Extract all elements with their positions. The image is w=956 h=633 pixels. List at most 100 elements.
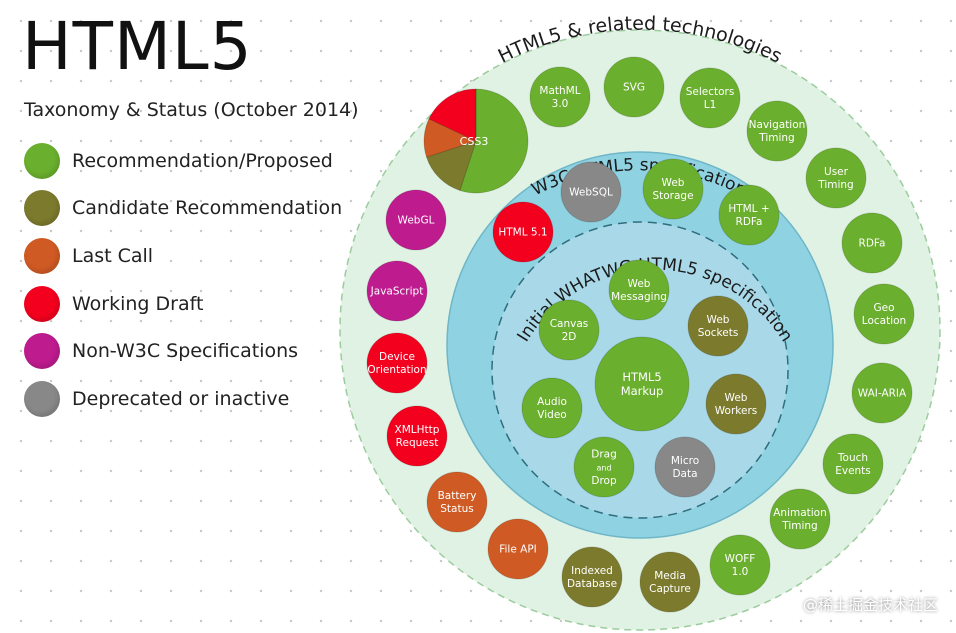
spec-node-label: Navigation — [749, 119, 806, 131]
spec-node-label: Data — [672, 468, 697, 480]
page-title: HTML5 — [22, 8, 253, 85]
legend-label: Last Call — [72, 244, 154, 267]
spec-node-circle — [642, 158, 704, 220]
spec-node-label: Web — [628, 278, 651, 290]
spec-node-circle — [851, 362, 913, 424]
spec-node-label: 3.0 — [552, 98, 569, 110]
spec-node-circle — [560, 161, 622, 223]
css3-pie-chart: CSS3 — [423, 88, 529, 194]
spec-node-label: XMLHttp — [395, 424, 440, 436]
spec-node-label: WAI-ARIA — [858, 388, 907, 400]
css3-pie-label: CSS3 — [460, 135, 489, 148]
spec-node-circle — [769, 488, 831, 550]
spec-node-label: Web — [707, 314, 730, 326]
spec-node-label: User — [824, 166, 849, 178]
spec-node-wai-aria: WAI-ARIA — [851, 362, 913, 424]
spec-node-label: HTML + — [728, 203, 769, 215]
spec-node-circle — [594, 336, 690, 432]
spec-node-circle — [853, 283, 915, 345]
spec-node-label: Web — [662, 177, 685, 189]
spec-node-label: and — [596, 464, 611, 473]
spec-node-label: HTML 5.1 — [498, 227, 547, 239]
spec-node-circle — [538, 299, 600, 361]
spec-node-label: Audio — [537, 396, 567, 408]
spec-node-label: Location — [862, 315, 906, 327]
spec-node-label: Storage — [652, 190, 693, 202]
spec-node-label: Geo — [873, 302, 894, 314]
legend: Recommendation/Proposed Candidate Recomm… — [24, 137, 342, 423]
spec-node-circle — [654, 436, 716, 498]
legend-item-non-w3c: Non-W3C Specifications — [24, 327, 342, 375]
legend-swatch — [24, 237, 60, 274]
spec-node-circle — [487, 518, 549, 580]
spec-node-label: RDFa — [736, 216, 763, 228]
legend-label: Working Draft — [72, 292, 204, 315]
legend-item-working-draft: Working Draft — [24, 280, 342, 328]
spec-node-label: Markup — [621, 384, 664, 398]
spec-node-circle — [608, 259, 670, 321]
spec-node-label: 2D — [562, 331, 577, 343]
spec-node-label: JavaScript — [370, 286, 424, 298]
legend-swatch — [24, 285, 60, 322]
css3-pie-slice-last-call — [423, 118, 478, 158]
legend-label: Recommendation/Proposed — [72, 149, 333, 172]
spec-node-circle — [529, 66, 591, 128]
spec-node-circle — [366, 332, 428, 394]
spec-node-label: Timing — [817, 179, 853, 191]
spec-node-label: WebSQL — [569, 187, 613, 199]
spec-node-label: Media — [654, 570, 686, 582]
spec-node-label: File API — [499, 544, 537, 556]
spec-node-circle — [705, 373, 767, 435]
spec-node-label: Orientation — [367, 364, 426, 376]
spec-node-label: Events — [835, 465, 871, 477]
spec-node-circle — [718, 184, 780, 246]
spec-node-circle — [386, 405, 448, 467]
spec-node-label: Status — [440, 503, 473, 515]
spec-node-svg: SVG — [603, 56, 665, 118]
spec-node-label: L1 — [704, 99, 717, 111]
spec-node-label: RDFa — [859, 238, 886, 250]
legend-item-deprecated: Deprecated or inactive — [24, 375, 342, 423]
spec-node-circle — [385, 189, 447, 251]
spec-node-label: Selectors — [686, 86, 735, 98]
spec-node-circle — [639, 551, 701, 613]
spec-node-label: Canvas — [550, 318, 589, 330]
legend-item-recommendation: Recommendation/Proposed — [24, 137, 342, 185]
spec-node-label: Database — [567, 578, 617, 590]
spec-node-label: Micro — [671, 455, 699, 467]
legend-label: Deprecated or inactive — [72, 387, 290, 410]
legend-swatch — [24, 380, 60, 417]
legend-item-candidate: Candidate Recommendation — [24, 185, 342, 233]
spec-node-label: HTML5 — [622, 370, 661, 384]
spec-node-label: Sockets — [698, 327, 739, 339]
spec-node-label: Timing — [781, 520, 817, 532]
watermark: @稀土掘金技术社区 — [802, 596, 938, 614]
spec-node-label: Workers — [715, 405, 757, 417]
spec-node-label: Request — [396, 437, 439, 449]
spec-node-label: Animation — [773, 507, 827, 519]
spec-node-circle — [679, 67, 741, 129]
spec-node-label: Capture — [649, 583, 691, 595]
spec-node-label: Drop — [591, 475, 617, 487]
spec-node-label: Messaging — [611, 291, 667, 303]
spec-node-circle — [805, 147, 867, 209]
legend-label: Candidate Recommendation — [72, 197, 343, 220]
spec-node-label: Video — [537, 409, 566, 421]
spec-node-label: Touch — [837, 452, 868, 464]
